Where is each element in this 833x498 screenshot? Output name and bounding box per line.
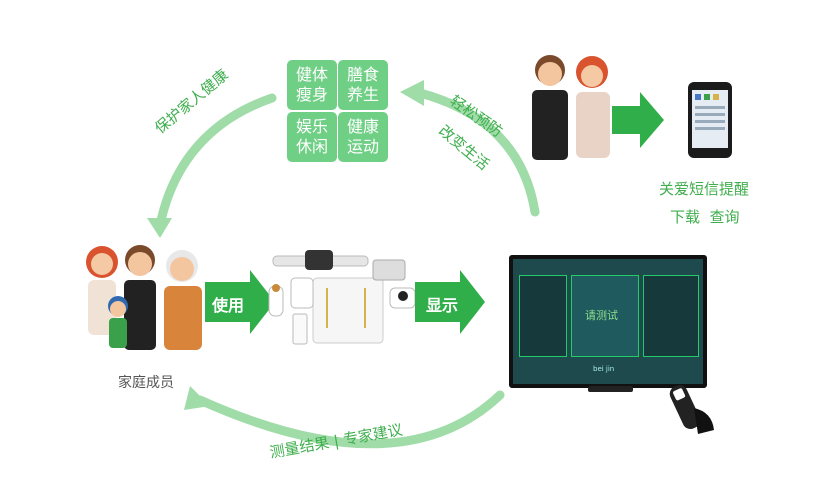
tv-stand <box>588 386 633 392</box>
arc-top-left <box>155 93 277 230</box>
health-devices-icon <box>268 250 415 345</box>
arc-bottom-arrowhead <box>184 386 210 410</box>
smartphone-icon <box>688 82 732 158</box>
tile-leisure: 娱乐休闲 <box>287 112 337 162</box>
elderly-couple-icon <box>532 55 610 160</box>
arc-top-left-arrowhead <box>147 218 172 238</box>
tile-exercise: 健康运动 <box>338 112 388 162</box>
sms-care-label: 关爱短信提醒 <box>659 180 750 198</box>
sms-arrow <box>612 92 664 148</box>
download-query-label: 下载 查询 <box>670 208 740 226</box>
tv-icon: 请测试 bei jin <box>509 255 707 388</box>
arc-top-right-arrowhead <box>400 80 424 106</box>
tile-diet: 膳食养生 <box>338 60 388 110</box>
remote-control-icon <box>669 384 714 434</box>
use-label: 使用 <box>212 296 245 315</box>
arc-bottom <box>195 390 505 449</box>
family-illustration-icon <box>86 245 202 350</box>
use-arrow <box>205 270 275 334</box>
tv-brand: bei jin <box>593 365 615 373</box>
tv-screen-prompt: 请测试 <box>585 309 618 322</box>
display-label: 显示 <box>426 296 459 315</box>
family-label: 家庭成员 <box>118 375 174 391</box>
display-arrow <box>415 270 485 334</box>
arc-top-right <box>415 88 540 217</box>
tile-fitness: 健体瘦身 <box>287 60 337 110</box>
